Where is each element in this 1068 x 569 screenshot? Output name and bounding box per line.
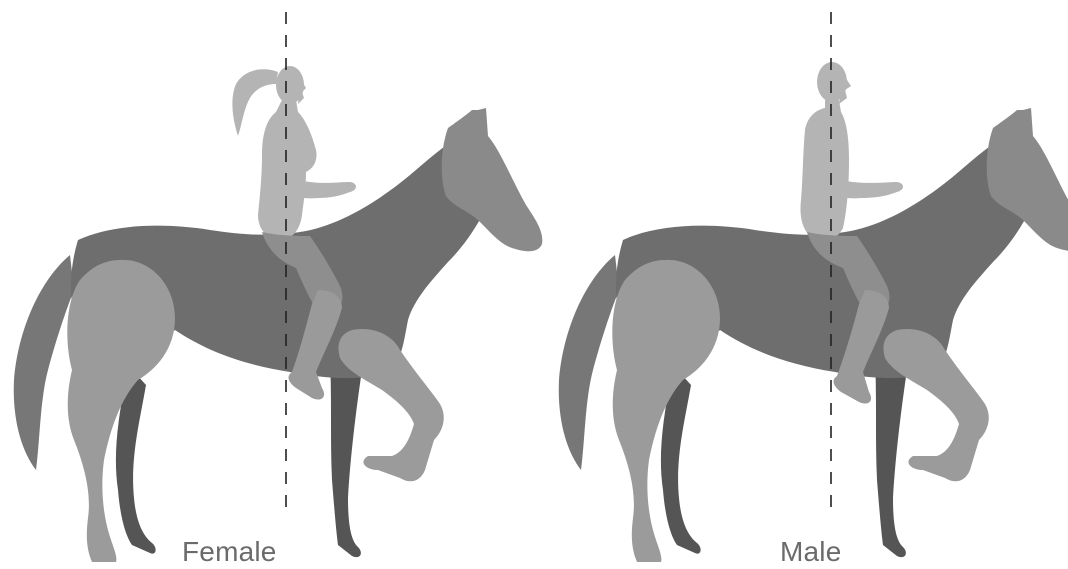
male-horse-illustration	[545, 0, 1068, 569]
female-caption: Female	[182, 536, 277, 568]
male-rider-figure: Male	[545, 0, 1068, 569]
female-horse-illustration	[0, 0, 560, 569]
male-caption: Male	[780, 536, 842, 568]
female-rider-figure: Female	[0, 0, 560, 569]
